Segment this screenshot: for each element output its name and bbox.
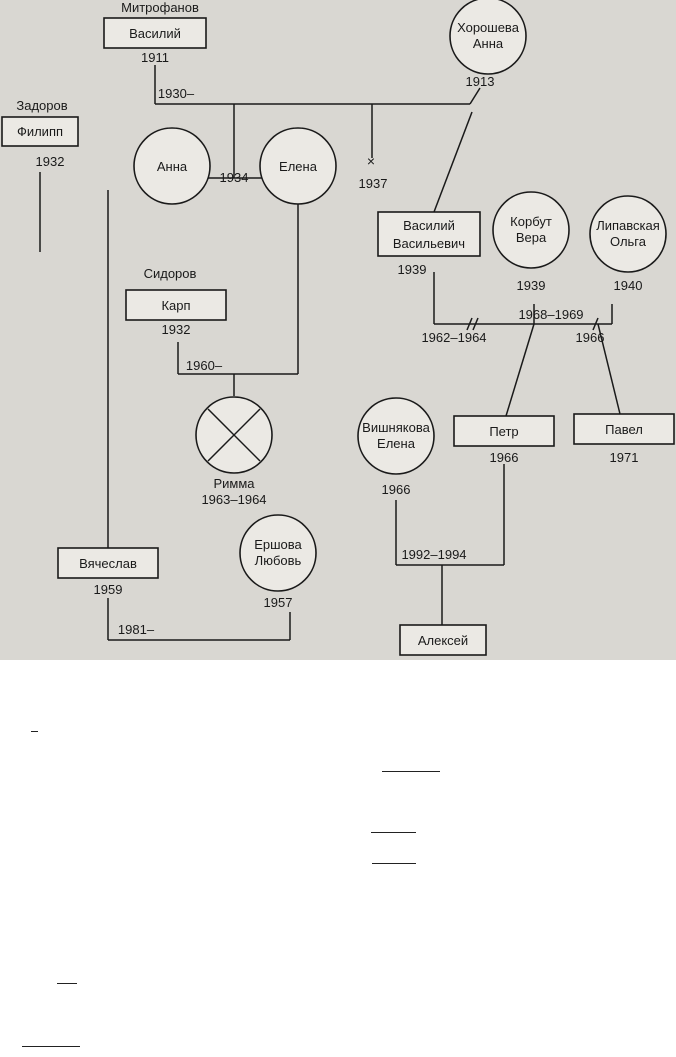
marriage-year-label: 1966 xyxy=(576,330,605,345)
birth-year: 1913 xyxy=(466,74,495,89)
name-label: Любовь xyxy=(255,553,302,568)
deceased-child-year: 1937 xyxy=(359,176,388,191)
name-label: Алексей xyxy=(418,633,468,648)
person-box xyxy=(399,624,487,656)
marriage-years-label: 1992–1994 xyxy=(401,547,466,562)
person-vishnyakova-elena: Вишнякова Елена 1966 xyxy=(357,397,435,497)
stray-mark xyxy=(372,863,416,864)
name-label: Петр xyxy=(489,424,518,439)
person-pavel: Павел 1971 xyxy=(573,413,675,465)
surname-label: Ершова xyxy=(254,537,302,552)
name-label: Елена xyxy=(377,436,416,451)
person-anna: Анна xyxy=(133,127,211,205)
person-box xyxy=(377,211,481,257)
name-label: Василий xyxy=(403,218,455,233)
birth-year: 1957 xyxy=(264,595,293,610)
divorce-years-label: 1962–1964 xyxy=(421,330,486,345)
person-lipavskaya-olga: Липавская Ольга 1940 xyxy=(589,195,667,293)
person-elena: Елена xyxy=(259,127,337,205)
birth-year: 1911 xyxy=(141,50,169,65)
stray-mark xyxy=(57,983,77,984)
patronymic-label: Васильевич xyxy=(393,236,465,251)
person-circle xyxy=(239,514,317,592)
person-box xyxy=(1,116,79,147)
person-filipp-zadorov: Задоров Филипп 1932 xyxy=(1,98,79,169)
name-label: Ольга xyxy=(610,234,647,249)
surname-label: Митрофанов xyxy=(121,0,199,15)
person-circle xyxy=(259,127,337,205)
birth-year: 1932 xyxy=(36,154,65,169)
person-ershova-lyubov: Ершова Любовь 1957 xyxy=(239,514,317,610)
birth-year: 1966 xyxy=(382,482,411,497)
birth-year: 1966 xyxy=(490,450,519,465)
name-label: Елена xyxy=(279,159,318,174)
name-label: Филипп xyxy=(17,124,63,139)
person-circle xyxy=(589,195,667,273)
surname-label: Сидоров xyxy=(144,266,197,281)
person-aleksey: Алексей xyxy=(399,624,487,656)
name-label: Анна xyxy=(157,159,188,174)
person-circle xyxy=(357,397,435,475)
surname-label: Корбут xyxy=(510,214,552,229)
birth-year: 1940 xyxy=(614,278,643,293)
birth-year: 1939 xyxy=(517,278,546,293)
surname-label: Липавская xyxy=(596,218,660,233)
birth-year: 1939 xyxy=(398,262,427,277)
birth-year: 1932 xyxy=(162,322,191,337)
birth-year: 1959 xyxy=(94,582,123,597)
life-years: 1963–1964 xyxy=(201,492,266,507)
person-rimma: Римма 1963–1964 xyxy=(195,396,273,507)
stray-mark xyxy=(371,832,416,833)
person-box xyxy=(573,413,675,445)
person-circle xyxy=(133,127,211,205)
name-label: Анна xyxy=(473,36,504,51)
surname-label: Хорошева xyxy=(457,20,520,35)
person-vasiliy-vasilievich: Василий Васильевич 1939 xyxy=(377,211,481,277)
person-korbut-vera: Корбут Вера 1939 xyxy=(492,191,570,293)
person-circle xyxy=(492,191,570,269)
person-box xyxy=(125,289,227,321)
deceased-cross xyxy=(207,408,261,462)
person-box xyxy=(453,415,555,447)
name-label: Римма xyxy=(213,476,255,491)
stray-mark xyxy=(22,1046,80,1047)
marriage-years-label: 1968–1969 xyxy=(518,307,583,322)
person-circle xyxy=(449,0,527,75)
surname-label: Задоров xyxy=(16,98,67,113)
stray-mark xyxy=(382,771,440,772)
deceased-mark: × xyxy=(367,153,375,169)
person-vasiliy-mitrofanov: Митрофанов Василий 1911 xyxy=(103,0,207,65)
person-petr: Петр 1966 xyxy=(453,415,555,465)
surname-label: Вишнякова xyxy=(362,420,430,435)
marriage-years-label: 1930– xyxy=(158,86,195,101)
name-label: Василий xyxy=(129,26,181,41)
name-label: Карп xyxy=(161,298,190,313)
stray-mark xyxy=(31,731,38,732)
person-karp-sidorov: Сидоров Карп 1932 xyxy=(125,266,227,337)
birth-year: 1971 xyxy=(610,450,639,465)
name-label: Павел xyxy=(605,422,643,437)
person-box xyxy=(103,17,207,49)
marriage-years-label: 1960– xyxy=(186,358,223,373)
name-label: Вячеслав xyxy=(79,556,137,571)
marriage-years-label: 1981– xyxy=(118,622,155,637)
person-khorosheva-anna: Хорошева Анна 1913 xyxy=(449,0,527,89)
twins-birth-year: 1934 xyxy=(220,170,249,185)
person-box xyxy=(57,547,159,579)
connector-lines xyxy=(39,65,621,641)
name-label: Вера xyxy=(516,230,547,245)
person-vyacheslav: Вячеслав 1959 xyxy=(57,547,159,597)
genealogy-diagram: Митрофанов Василий 1911 Задоров Филипп 1… xyxy=(1,0,675,656)
